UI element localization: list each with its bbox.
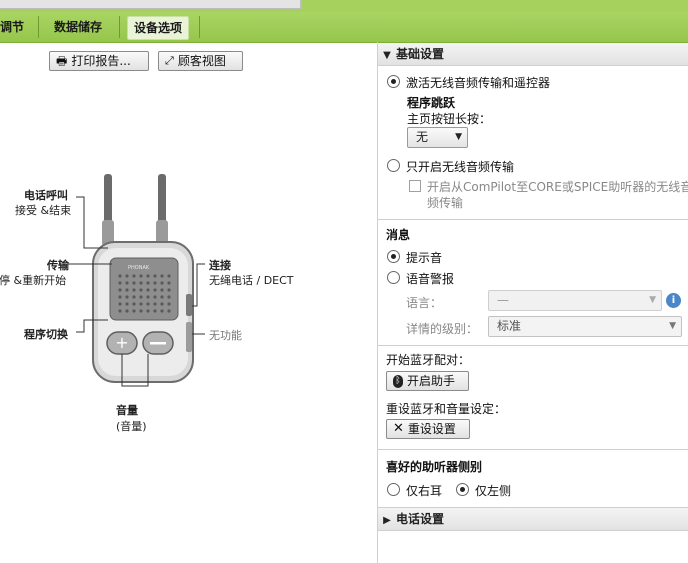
left-only-label: 仅左侧 [475,484,512,498]
volume-title: 音量 [116,404,138,417]
preferred-side-title: 喜好的助听器侧别 [386,460,483,474]
home-long-press-label: 主页按钮长按： [407,112,492,126]
radio-beep-tone[interactable] [387,250,400,263]
top-band [0,0,688,12]
side-connect-button [186,294,192,316]
callout-line-connect [192,263,205,307]
radio-left-only[interactable] [456,483,469,496]
tab-separator [119,16,120,38]
nofunc-label: 无功能 [209,329,242,342]
phone-call-desc: 接受 &结束 [15,204,72,217]
detail-level-label: 详情的级别： [406,322,479,336]
callout-line-phone [76,196,108,249]
voice-alert-label: 语音警报 [406,272,455,286]
compilot-diagram: PHONAK + [68,174,205,387]
start-assistant-button[interactable]: ᛒ 开启助手 [386,371,469,391]
callout-line-volume [121,354,149,387]
plus-icon: + [115,333,128,352]
radio-activate-wireless[interactable] [387,75,400,88]
phone-settings-header[interactable]: ▶电话设置 [378,507,688,531]
language-label: 语言： [406,296,443,310]
side-nofunc-button [186,322,192,352]
tab-bar: 调节 数据储存 设备选项 [0,12,688,43]
connect-title: 连接 [209,259,231,272]
section-divider [378,449,688,450]
neckloop-left-plug [102,220,114,246]
activate-wireless-label: 激活无线音频传输和遥控器 [406,76,551,90]
settings-pane: ▼基础设置 激活无线音频传输和遥控器 程序跳跃 主页按钮长按： 无 ▼ 只开启无… [378,42,688,563]
info-icon[interactable]: i [666,293,681,308]
section-divider [378,219,688,220]
radio-right-only[interactable] [387,483,400,496]
messages-title: 消息 [386,228,411,242]
device-brand: PHONAK [128,265,150,271]
tab-device-options[interactable]: 设备选项 [127,16,190,40]
detail-level-select[interactable]: 标准 ▼ [488,316,682,337]
neckloop-right-plug [156,220,168,246]
dropdown-arrow-icon: ▼ [649,295,656,305]
radio-wireless-only[interactable] [387,159,400,172]
expand-arrow-icon: ▶ [383,515,391,526]
bt-pair-label: 开始蓝牙配对： [386,353,471,367]
transmit-title: 传输 [47,259,69,272]
basic-settings-header[interactable]: ▼基础设置 [378,43,688,66]
reset-settings-button[interactable]: ✕ 重设设置 [386,419,470,439]
core-spice-label-line1: 开启从ComPilot至CORE或SPICE助听器的无线音 [427,180,688,194]
connect-desc: 无绳电话 / DECT [209,274,294,287]
tab-separator [199,16,200,38]
beep-tone-label: 提示音 [406,251,443,265]
customer-view-button[interactable]: ⤢ 顾客视图 [158,51,243,71]
tab-data-storage[interactable]: 数据储存 [54,20,103,34]
print-report-button[interactable]: 🖶 打印报告... [49,51,149,71]
collapse-arrow-icon: ▼ [383,50,391,61]
wireless-only-label: 只开启无线音频传输 [406,160,515,174]
volume-desc: (音量) [116,420,147,433]
section-divider [378,345,688,346]
program-jump-select[interactable]: 无 ▼ [407,127,468,148]
language-select[interactable]: — ▼ [488,290,662,311]
bt-reset-label: 重设蓝牙和音量设定： [386,402,507,416]
tab-adjust[interactable]: 调节 [0,20,25,34]
program-switch-title: 程序切换 [24,328,68,341]
expand-icon: ⤢ [165,54,174,67]
radio-voice-alert[interactable] [387,271,400,284]
bluetooth-icon: ᛒ [393,374,403,388]
transmit-desc: 暂停 &重新开始 [0,274,67,287]
reset-tools-icon: ✕ [393,421,404,436]
dropdown-arrow-icon: ▼ [669,321,676,331]
speaker-grill [118,274,171,313]
top-strip [0,0,302,9]
dropdown-arrow-icon: ▼ [455,132,462,142]
phone-call-title: 电话呼叫 [24,189,68,202]
minus-icon [150,342,166,345]
printer-icon: 🖶 [56,54,68,68]
core-spice-label-line2: 频传输 [427,196,464,210]
program-jump-title: 程序跳跃 [407,96,456,110]
pane-divider [377,42,378,563]
tab-separator [38,16,39,38]
callout-line-program [76,319,108,333]
enable-core-spice-checkbox[interactable] [409,180,421,192]
right-only-label: 仅右耳 [406,484,443,498]
